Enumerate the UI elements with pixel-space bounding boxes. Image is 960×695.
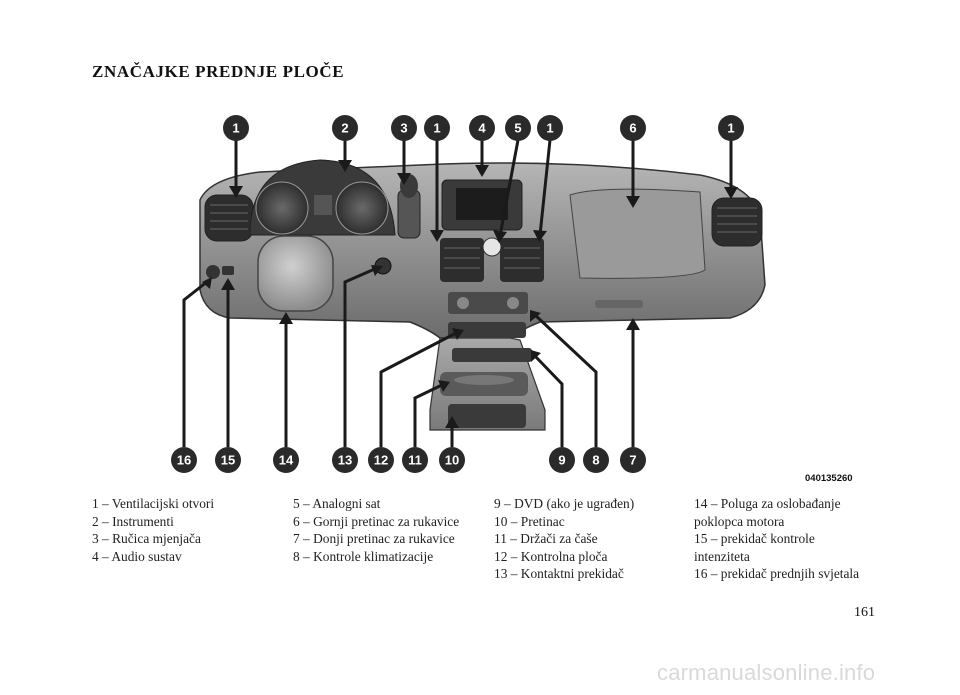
svg-text:1: 1 <box>546 121 553 136</box>
control-panel <box>448 322 526 338</box>
legend-item: intenziteta <box>694 548 750 564</box>
svg-text:1: 1 <box>727 121 734 136</box>
legend-item: 5 – Analogni sat <box>293 496 381 511</box>
headlight-switch <box>206 265 220 279</box>
legend-item: 9 – DVD (ako je ugrađen) <box>494 496 635 511</box>
svg-text:6: 6 <box>629 121 636 136</box>
legend-item: 10 – Pretinac <box>494 513 565 529</box>
callout-badge: 8 <box>583 447 609 473</box>
callout-badge: 12 <box>368 447 394 473</box>
svg-text:2: 2 <box>341 121 348 136</box>
svg-text:4: 4 <box>478 121 486 136</box>
analog-clock <box>482 237 502 257</box>
callout-badge: 15 <box>215 447 241 473</box>
legend-item: 4 – Audio sustav <box>92 548 182 564</box>
svg-text:12: 12 <box>374 453 388 468</box>
callout-badge: 1 <box>223 115 249 141</box>
legend-item: poklopca motora <box>694 513 785 529</box>
svg-text:15: 15 <box>221 453 235 468</box>
storage-bin <box>448 404 526 428</box>
legend-column-1: 1 – Ventilacijski otvori 2 – Instrumenti… <box>92 495 214 565</box>
callout-badge: 16 <box>171 447 197 473</box>
svg-text:10: 10 <box>445 453 459 468</box>
left-air-vent <box>204 194 254 242</box>
legend-item: 8 – Kontrole klimatizacije <box>293 548 434 564</box>
callout-badge: 6 <box>620 115 646 141</box>
steering-wheel <box>257 235 334 312</box>
legend-column-4: 14 – Poluga za oslobađanje poklopca moto… <box>694 495 859 583</box>
svg-text:9: 9 <box>558 453 565 468</box>
legend-item: 11 – Držači za čaše <box>494 531 598 547</box>
page-number: 161 <box>854 605 875 620</box>
svg-text:16: 16 <box>177 453 191 468</box>
legend-item: 13 – Kontaktni prekidač <box>494 566 624 582</box>
legend-column-3: 9 – DVD (ako je ugrađen) 10 – Pretinac 1… <box>494 495 634 583</box>
legend-item: 15 – prekidač kontrole <box>694 531 815 547</box>
climate-controls <box>448 292 528 314</box>
legend-item: 7 – Donji pretinac za rukavice <box>293 531 455 547</box>
callout-badge: 5 <box>505 115 531 141</box>
callout-badge: 10 <box>439 447 465 473</box>
legend-item: 3 – Ručica mjenjača <box>92 531 201 547</box>
svg-text:13: 13 <box>338 453 352 468</box>
callout-badge: 13 <box>332 447 358 473</box>
svg-text:11: 11 <box>408 453 422 468</box>
callout-badge: 2 <box>332 115 358 141</box>
legend-item: 1 – Ventilacijski otvori <box>92 496 215 511</box>
callout-badge: 1 <box>718 115 744 141</box>
legend-column-2: 5 – Analogni sat 6 – Gornji pretinac za … <box>293 495 459 565</box>
dvd-unit <box>452 348 532 362</box>
gear-lever <box>397 174 421 239</box>
callout-badge: 9 <box>549 447 575 473</box>
callout-badge: 7 <box>620 447 646 473</box>
callout-badges-top: 1 2 3 1 4 5 1 6 1 <box>223 115 744 141</box>
cup-holders <box>440 372 528 396</box>
legend-item: 2 – Instrumenti <box>92 513 174 529</box>
dimmer-switch <box>222 266 234 275</box>
callout-badges-bottom: 16 15 14 13 12 11 10 9 8 7 <box>171 447 646 473</box>
callout-arrows <box>182 139 738 447</box>
figure-code: 040135260 <box>805 473 853 484</box>
center-air-vents <box>440 238 544 282</box>
callout-badge: 1 <box>424 115 450 141</box>
dashboard-illustration: 1 2 3 1 4 5 1 6 1 16 15 14 13 12 11 10 9… <box>171 115 766 473</box>
callout-badge: 1 <box>537 115 563 141</box>
legend-item: 16 – prekidač prednjih svjetala <box>694 566 860 582</box>
legend-item: 12 – Kontrolna ploča <box>494 548 608 564</box>
svg-text:1: 1 <box>232 121 239 136</box>
legend-item: 14 – Poluga za oslobađanje <box>694 496 841 511</box>
watermark: carmanualsonline.info <box>657 660 876 685</box>
svg-text:5: 5 <box>514 121 521 136</box>
lower-glove-box <box>595 300 643 308</box>
callout-badge: 4 <box>469 115 495 141</box>
instrument-cluster <box>249 159 396 236</box>
svg-text:1: 1 <box>433 121 440 136</box>
legend-item: 6 – Gornji pretinac za rukavice <box>293 513 460 529</box>
svg-text:3: 3 <box>400 121 407 136</box>
svg-text:7: 7 <box>629 453 636 468</box>
callout-badge: 3 <box>391 115 417 141</box>
page-title: ZNAČAJKE PREDNJE PLOČE <box>92 62 345 81</box>
svg-text:14: 14 <box>279 453 294 468</box>
svg-text:8: 8 <box>592 453 599 468</box>
upper-glove-box <box>569 188 706 279</box>
right-air-vent <box>711 197 763 247</box>
callout-badge: 11 <box>402 447 428 473</box>
callout-badge: 14 <box>273 447 299 473</box>
